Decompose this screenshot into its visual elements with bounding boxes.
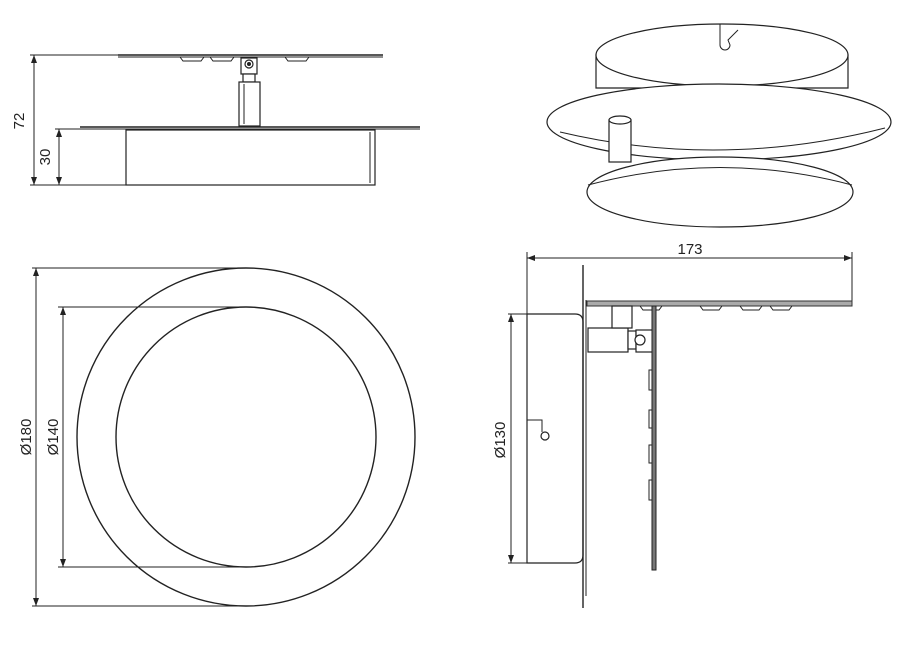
dim-outer-diameter: Ø180 [18,419,35,456]
top-view: Ø180 Ø140 [18,267,416,607]
dim-inner-diameter: Ø140 [45,419,62,456]
top-plate-bumps [639,305,793,311]
wall-base [526,313,584,564]
keyhole-circle [540,431,550,441]
base-body [125,129,376,186]
joint-bracket [611,305,633,329]
stem-perspective [608,119,632,163]
lens-plate-vertical [651,305,657,571]
diffuser-plate [546,83,892,161]
inner-circle [115,306,377,568]
side-elevation-view: 72 30 [11,54,420,186]
dim-depth: 173 [677,241,702,258]
joint-screw-front [247,62,251,66]
stem-cylinder [238,81,261,127]
base-cylinder-top [595,23,849,87]
stem-horizontal [587,327,629,353]
joint-pivot [634,334,646,346]
top-horizontal-plate [586,300,853,307]
keyhole-side [527,419,543,432]
dim-base-height: 30 [37,149,54,166]
dim-total-height: 72 [11,113,28,130]
lens-plate-rim [587,167,853,186]
joint-collar [242,73,256,83]
dim-base-diameter: Ø130 [492,422,509,459]
keyhole-slot [719,24,739,51]
led-chips [648,369,652,501]
perspective-view [546,23,892,228]
diffuser-edge [559,127,886,151]
outer-circle [76,267,416,607]
stem-top [608,115,632,125]
lens-plate [586,156,854,228]
top-plate-mounts [179,56,310,62]
side-profile-view: 173 Ø130 [492,241,853,608]
